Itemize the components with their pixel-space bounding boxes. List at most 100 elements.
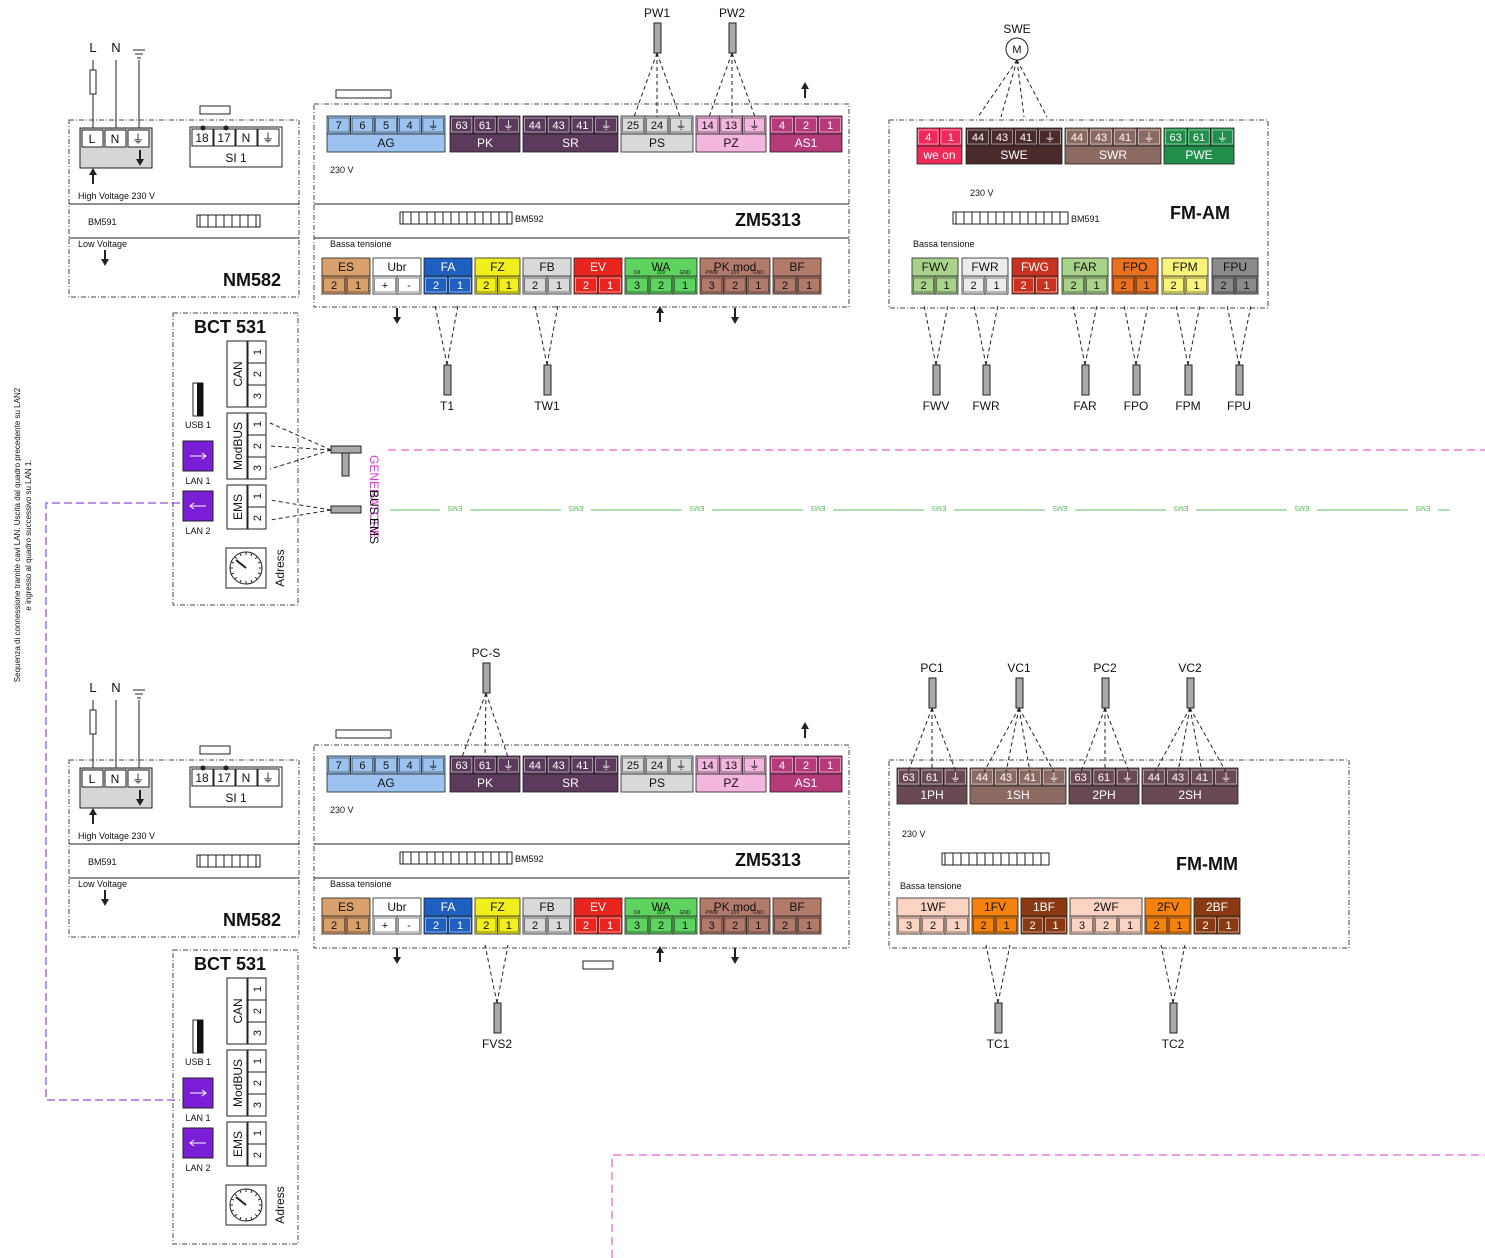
sensor-pw1: PW1 xyxy=(644,6,670,54)
sensor-label: PC1 xyxy=(920,661,944,675)
terminal-pin: 25 xyxy=(627,760,639,772)
lan-label: LAN 1 xyxy=(185,476,210,486)
terminal-pin: 1 xyxy=(827,760,833,772)
fm-am-box xyxy=(888,119,1269,309)
sensor-far: FAR xyxy=(1073,364,1097,413)
terminal-pin: 2 xyxy=(803,120,809,132)
terminal-label: Ubr xyxy=(387,260,406,274)
terminal-pin: 2 xyxy=(532,280,538,292)
terminal-pin: 1 xyxy=(682,280,688,292)
terminal-label: FA xyxy=(441,260,456,274)
low-voltage-label: Low Voltage xyxy=(78,239,127,249)
terminal-label: SWR xyxy=(1099,148,1127,162)
terminal-label: WA xyxy=(652,900,671,914)
bassa-tensione-label: Bassa tensione xyxy=(330,879,392,889)
terminal-pin: 43 xyxy=(1172,772,1184,784)
nm582-box-bottom xyxy=(68,759,300,938)
terminal-pin: ⏚ xyxy=(503,759,514,772)
terminal-pin: 1 xyxy=(355,280,361,292)
terminal-ubr: +-Ubr xyxy=(372,897,422,935)
sensor-label: FVS2 xyxy=(482,1037,512,1051)
terminal-pin: 3 xyxy=(634,280,640,292)
lan-port: LAN 1 xyxy=(182,440,214,486)
sensor-fwv: FWV xyxy=(923,364,950,413)
bct-block-label: EMS xyxy=(231,494,245,520)
sensor-fvs2: FVS2 xyxy=(482,1002,512,1051)
terminal-pin: ⏚ xyxy=(676,119,687,132)
terminal-label: EV xyxy=(590,260,606,274)
terminal-sublabel: PWM xyxy=(706,910,718,916)
terminal-label: SR xyxy=(562,776,579,790)
terminal-pin: ⏚ xyxy=(749,759,760,772)
terminal-pin: 1 xyxy=(506,280,512,292)
terminal-pin: 2 xyxy=(782,920,788,932)
sensor-label: FWV xyxy=(923,399,950,413)
sensor-label: SWE xyxy=(1003,22,1030,36)
terminal-label: FWG xyxy=(1021,260,1049,274)
terminal-sublabel: GND xyxy=(753,910,765,916)
terminal-label: FB xyxy=(539,260,554,274)
nm582-title: NM582 xyxy=(223,910,281,930)
terminal-pin: ⏚ xyxy=(503,119,514,132)
terminal-sublabel: 10V xyxy=(731,270,741,276)
sensor-label: FWR xyxy=(972,399,1000,413)
sensor-label: PW2 xyxy=(719,6,745,20)
terminal-pin: 2 xyxy=(483,280,489,292)
sensor-tc2: TC2 xyxy=(1162,1002,1185,1051)
side-note-line1: Sequenza di connessione tramite cavi LAN… xyxy=(13,387,22,682)
motor-label: M xyxy=(1012,44,1021,56)
terminal-pin: 2 xyxy=(583,280,589,292)
terminal-pin: 4 xyxy=(407,120,413,132)
terminal-label: ES xyxy=(338,900,354,914)
terminal-label: 1WF xyxy=(920,900,945,914)
terminal-pin: ⏚ xyxy=(262,771,274,785)
terminal-label: FZ xyxy=(490,900,505,914)
line-L-label: L xyxy=(89,680,96,695)
sensor-pc-s: PC-S xyxy=(472,646,500,694)
terminal-label: 1PH xyxy=(920,788,943,802)
terminal-pin: 2 xyxy=(1170,280,1176,292)
terminal-pin: 4 xyxy=(925,132,931,144)
terminal-label: we on xyxy=(922,148,955,162)
terminal-pin: ⏚ xyxy=(601,759,612,772)
nm582-box-top xyxy=(68,119,300,298)
terminal-pin: 5 xyxy=(383,120,389,132)
terminal-pin: 5 xyxy=(383,760,389,772)
adress-label: Adress xyxy=(273,549,287,586)
terminal-pin: 18 xyxy=(195,131,209,145)
terminal-pin: ⏚ xyxy=(132,772,144,786)
terminal-pin: 1 xyxy=(1093,280,1099,292)
terminal-pin: 43 xyxy=(1000,772,1012,784)
sensor-label: FPU xyxy=(1227,399,1251,413)
terminal-pin: 63 xyxy=(1075,772,1087,784)
terminal-pin: 2 xyxy=(433,280,439,292)
sensor-label: TC2 xyxy=(1162,1037,1185,1051)
terminal-pin: 3 xyxy=(252,1102,264,1108)
terminal-label: PS xyxy=(649,776,665,790)
terminal-pin: ⏚ xyxy=(676,759,687,772)
terminal-label: ES xyxy=(338,260,354,274)
bct-block-label: ModBUS xyxy=(231,422,245,470)
sensor-vc2: VC2 xyxy=(1178,661,1202,709)
high-voltage-label: High Voltage 230 V xyxy=(78,831,155,841)
terminal-pin: 2 xyxy=(1153,920,1159,932)
line-L-label: L xyxy=(89,40,96,55)
terminal-pin: 63 xyxy=(456,120,468,132)
terminal-pin: 1 xyxy=(252,1058,264,1064)
terminal-pin: 61 xyxy=(1098,772,1110,784)
terminal-pin: N xyxy=(111,132,120,146)
terminal-pin: 17 xyxy=(217,771,231,785)
fm-am-title: FM-AM xyxy=(1170,203,1230,223)
